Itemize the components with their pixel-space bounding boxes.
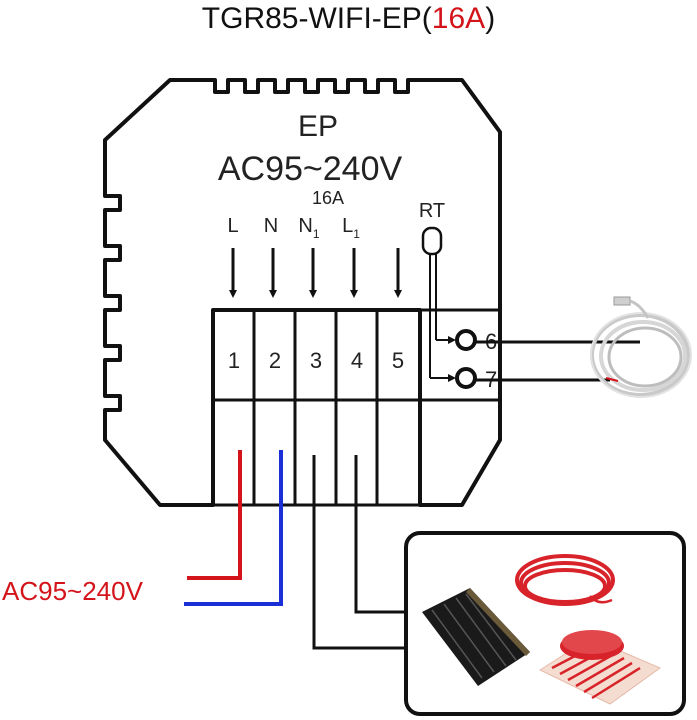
heating-mat xyxy=(538,630,662,705)
neutral-wire xyxy=(184,450,283,606)
terminal-number-4: 4 xyxy=(351,348,363,373)
terminal-7-screw xyxy=(455,367,477,389)
load-wire-l1 xyxy=(354,455,418,614)
input-arrows xyxy=(229,248,402,298)
terminal-block xyxy=(211,308,500,507)
heating-cable-coil xyxy=(515,554,615,606)
device-current-label: 16A xyxy=(312,188,344,208)
title-model: TGR85-WIFI-EP( xyxy=(201,2,432,35)
probe-bulb xyxy=(421,226,443,256)
terminal-number-2: 2 xyxy=(269,348,281,373)
terminal-number-1: 1 xyxy=(228,348,240,373)
device-type-label: EP xyxy=(298,110,338,143)
device-voltage-label: AC95~240V xyxy=(218,150,403,188)
terminal-numbers: 1 2 3 4 5 xyxy=(228,348,404,373)
terminal-number-5: 5 xyxy=(392,348,404,373)
terminal-6-screw xyxy=(455,329,477,351)
supply-voltage-label: AC95~240V xyxy=(2,576,144,606)
title-rating: 16A xyxy=(431,2,486,35)
live-wire xyxy=(187,450,242,580)
temperature-sensor-cable-image xyxy=(590,296,692,398)
terminal-label-l: L xyxy=(227,215,238,237)
terminal-label-l1: L1 xyxy=(342,215,360,241)
sensor-terminals: 6 7 xyxy=(455,329,497,392)
title-close: ) xyxy=(485,2,496,35)
terminal-letter-labels: L N N1 L1 RT xyxy=(227,200,445,241)
heating-film-and-cable-image xyxy=(422,554,662,705)
temperature-probe xyxy=(421,226,456,382)
terminal-label-n1: N1 xyxy=(298,215,319,241)
device-outline xyxy=(103,78,502,507)
load-wire-n1 xyxy=(312,455,418,650)
terminal-label-n: N xyxy=(264,215,278,237)
diagram-title: TGR85-WIFI-EP(16A) xyxy=(0,2,697,36)
probe-label: RT xyxy=(419,200,445,222)
terminal-number-3: 3 xyxy=(310,348,322,373)
